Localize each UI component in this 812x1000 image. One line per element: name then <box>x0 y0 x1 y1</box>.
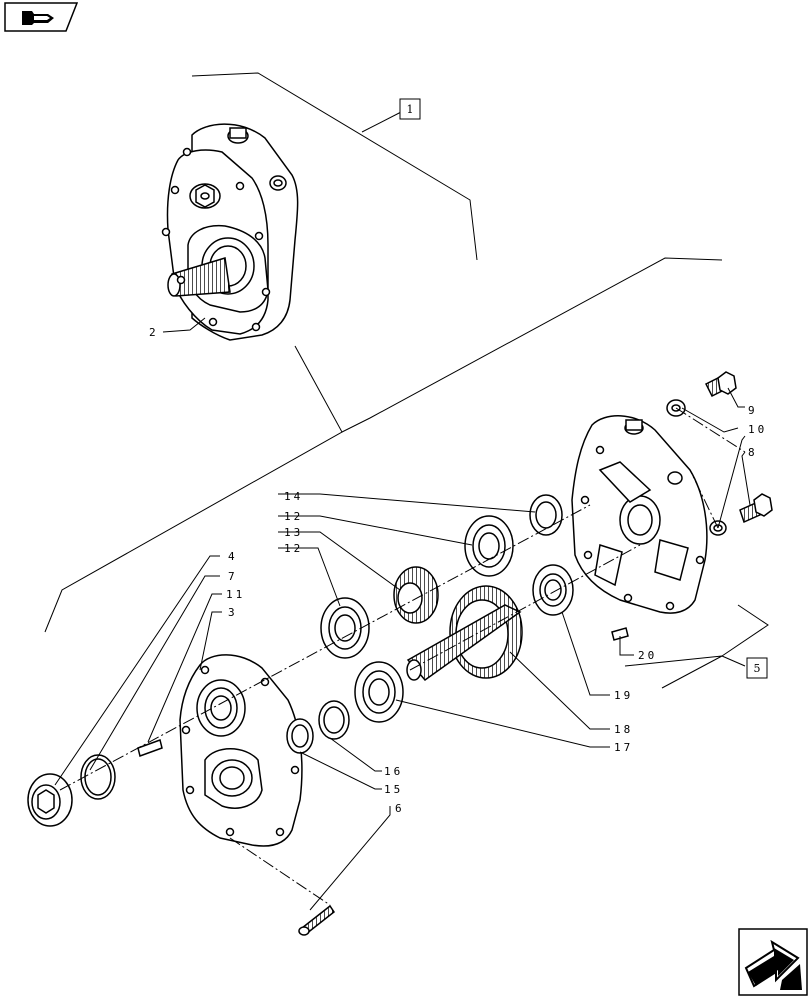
box-label-1-text: 1 <box>407 103 414 116</box>
callout-18: 18 <box>614 723 633 736</box>
callout-19: 19 <box>614 689 633 702</box>
assembled-gearbox-drawing <box>161 123 299 341</box>
callout-7: 7 <box>228 570 238 583</box>
arrow-next-icon <box>738 928 808 996</box>
callout-6: 6 <box>395 802 405 815</box>
left-housing-drawing <box>179 654 303 847</box>
callout-12-lower: 12 <box>284 542 303 555</box>
group-brackets <box>44 72 769 689</box>
callout-14: 14 <box>284 490 303 503</box>
next-page-button[interactable] <box>738 928 808 996</box>
callout-3: 3 <box>228 606 238 619</box>
box-label-1: 1 <box>399 98 421 120</box>
callout-8: 8 <box>748 446 758 459</box>
internal-parts-drawing <box>27 371 773 936</box>
callout-9: 9 <box>748 404 758 417</box>
axis-lines <box>59 407 746 906</box>
callout-11: 11 <box>226 588 245 601</box>
box-label-5: 5 <box>746 657 768 679</box>
callout-17: 17 <box>614 741 633 754</box>
right-housing-drawing <box>571 415 708 614</box>
callout-2: 2 <box>149 326 159 339</box>
callout-10: 10 <box>748 423 767 436</box>
callout-12-upper: 12 <box>284 510 303 523</box>
callout-labels: 2 3 4 6 7 8 9 10 11 12 12 13 14 15 16 17… <box>149 326 767 815</box>
box-label-5-text: 5 <box>754 662 761 675</box>
arrow-previous-icon <box>4 2 79 32</box>
leader-lines <box>54 317 751 911</box>
callout-16: 16 <box>384 765 403 778</box>
previous-page-button[interactable] <box>4 2 79 32</box>
callout-13: 13 <box>284 526 303 539</box>
callout-20: 20 <box>638 649 657 662</box>
callout-4: 4 <box>228 550 238 563</box>
callout-15: 15 <box>384 783 403 796</box>
